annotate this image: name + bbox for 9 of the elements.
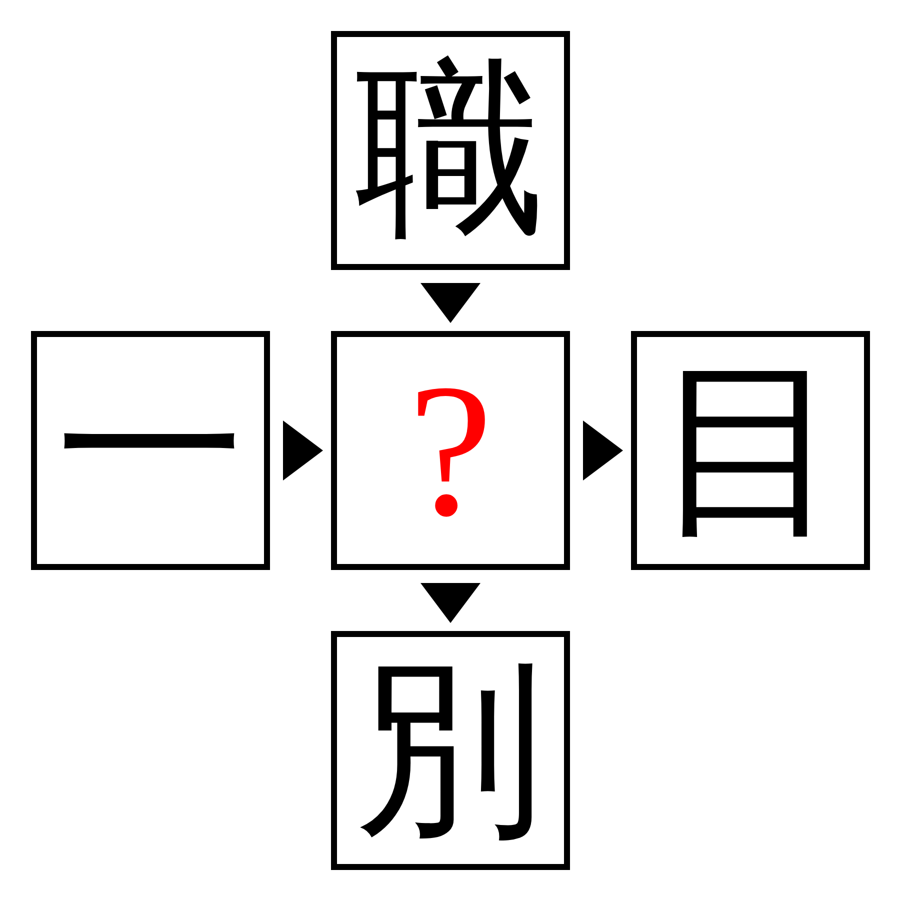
arrow xyxy=(583,420,623,480)
character-box: ? xyxy=(331,331,570,570)
character-box: 職 xyxy=(331,31,570,270)
arrow xyxy=(420,583,480,623)
arrow xyxy=(283,420,323,480)
character-box: 別 xyxy=(331,631,570,870)
character-box: 一 xyxy=(31,331,270,570)
arrow xyxy=(420,283,480,323)
character-box: 目 xyxy=(631,331,870,570)
